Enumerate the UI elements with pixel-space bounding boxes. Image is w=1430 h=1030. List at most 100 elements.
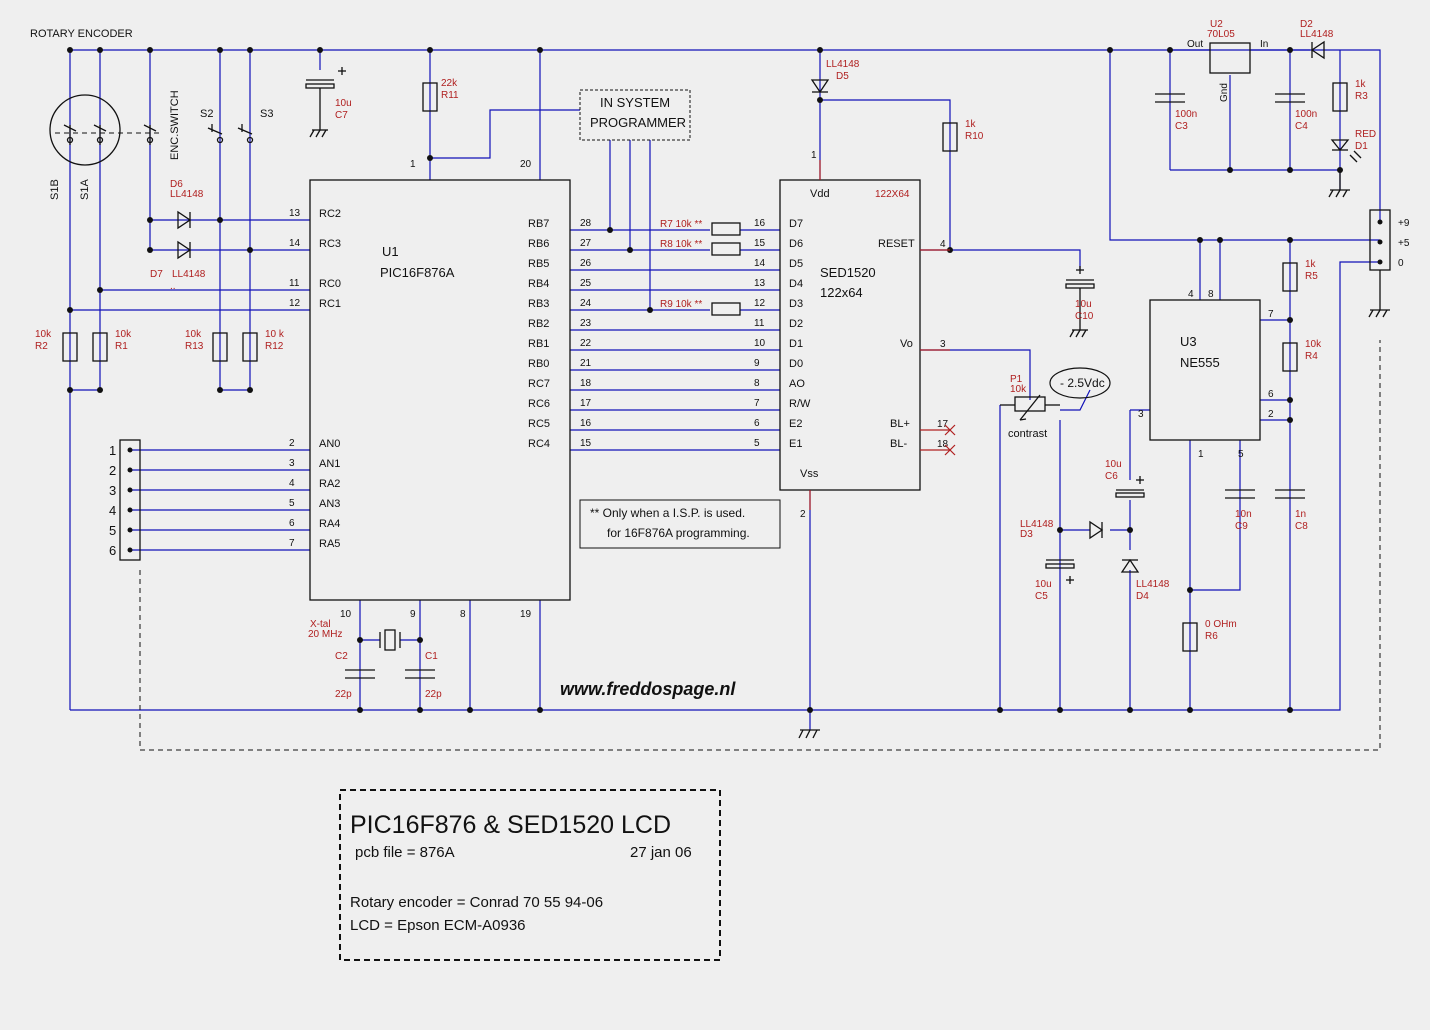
lcd-pin-name: D2 <box>789 318 803 330</box>
u3-pin3: 3 <box>1138 409 1144 420</box>
lcd-pin-name: D3 <box>789 298 803 310</box>
title-block-pcb: pcb file = 876A <box>355 844 455 861</box>
lcd-size: 122x64 <box>820 285 863 300</box>
u1-pin19: 19 <box>520 609 532 620</box>
u1-right-pin-number: 17 <box>580 398 592 409</box>
u1-pin8: 8 <box>460 609 466 620</box>
rotary-encoder-label: ROTARY ENCODER <box>30 28 133 40</box>
lcd-pin-name: R/W <box>789 398 811 410</box>
d7-ref: D7 <box>150 269 163 280</box>
c2-value: 22p <box>335 689 352 700</box>
isp-note-line2: for 16F876A programming. <box>607 526 750 540</box>
u1-right-pin-name: RB2 <box>528 318 549 330</box>
connector-pin-dot <box>127 467 133 473</box>
u1-left-pin-name: RC1 <box>319 298 341 310</box>
power-pin-dot <box>1377 239 1383 245</box>
resistor-r5 <box>1282 262 1298 292</box>
u1-right-pin-number: 25 <box>580 278 592 289</box>
u1-right-pin-name: RB4 <box>528 278 549 290</box>
u1-left-pin-number: 2 <box>289 438 295 449</box>
title-block-lcd: LCD = Epson ECM-A0936 <box>350 917 526 934</box>
r13-value: 10k <box>185 329 202 340</box>
r5-value: 1k <box>1305 259 1317 270</box>
u2-in: In <box>1260 39 1268 50</box>
u3-ref: U3 <box>1180 334 1197 349</box>
u1-left-pin-name: AN0 <box>319 438 340 450</box>
capacitor-c7 <box>305 67 346 138</box>
u3-ne555 <box>1149 299 1261 441</box>
c1-ref: C1 <box>425 651 438 662</box>
xtal-label: X-tal <box>310 619 331 630</box>
r11-value: 22k <box>441 78 458 89</box>
u1-part: PIC16F876A <box>380 265 455 280</box>
title-block-title: PIC16F876 & SED1520 LCD <box>350 811 671 839</box>
r2-value: 10k <box>35 329 52 340</box>
lcd-pin-name: AO <box>789 378 805 390</box>
s1b-label: S1B <box>49 179 61 200</box>
u1-right-pin-name: RB5 <box>528 258 549 270</box>
capacitor-c1 <box>405 669 435 679</box>
u1-right-pin-number: 22 <box>580 338 592 349</box>
u1-right-pin-number: 16 <box>580 418 592 429</box>
title-block-encoder: Rotary encoder = Conrad 70 55 94-06 <box>350 894 603 911</box>
u1-pin1: 1 <box>410 159 416 170</box>
connector-pin-number: 3 <box>109 483 116 498</box>
lcd-reset: RESET <box>878 238 915 250</box>
u3-pin8: 8 <box>1208 289 1214 300</box>
lcd-vss: Vss <box>800 468 819 480</box>
r1-value: 10k <box>115 329 132 340</box>
r2-ref: R2 <box>35 341 48 352</box>
connector-pin-dot <box>127 447 133 453</box>
lcd-pin2: 2 <box>800 509 806 520</box>
ground-symbol-right <box>1328 170 1350 198</box>
diode-d3 <box>1089 520 1104 540</box>
u1-right-pin-name: RB0 <box>528 358 549 370</box>
u1-right-pin-number: 23 <box>580 318 592 329</box>
capacitor-c2 <box>345 669 375 679</box>
c9-value: 10n <box>1235 509 1252 520</box>
connector-pin-number: 4 <box>109 503 116 518</box>
s3-label: S3 <box>260 108 273 120</box>
resistor-r6 <box>1182 622 1198 652</box>
d1-ref: D1 <box>1355 141 1368 152</box>
u1-right-pin-name: RC7 <box>528 378 550 390</box>
u3-pin4: 4 <box>1188 289 1194 300</box>
connector-pin-dot <box>127 527 133 533</box>
power-pin-label: 0 <box>1398 258 1404 269</box>
c4-ref: C4 <box>1295 121 1308 132</box>
neg-voltage-label: - 2.5Vdc <box>1060 376 1105 390</box>
u1-pic16f876a <box>309 179 571 601</box>
capacitor-c5 <box>1045 559 1075 584</box>
capacitor-c9 <box>1225 489 1255 499</box>
u1-right-pin-name: RB3 <box>528 298 549 310</box>
contrast-label: contrast <box>1008 428 1047 440</box>
u1-right-pin-number: 26 <box>580 258 592 269</box>
capacitor-c3 <box>1155 93 1185 103</box>
d4-ref: D4 <box>1136 591 1149 602</box>
u1-right-pin-name: RC4 <box>528 438 550 450</box>
u1-left-pin-number: 12 <box>289 298 301 309</box>
u1-right-pin-number: 18 <box>580 378 592 389</box>
isp-box <box>579 89 691 141</box>
c5-ref: C5 <box>1035 591 1048 602</box>
c7-value: 10u <box>335 98 352 109</box>
p1-value: 10k <box>1010 384 1027 395</box>
connector-pin-dot <box>127 487 133 493</box>
c8-value: 1n <box>1295 509 1306 520</box>
title-block <box>339 789 721 961</box>
u1-left-pin-name: RC2 <box>319 208 341 220</box>
lcd-pin-number: 8 <box>754 378 760 389</box>
connector-pin-dot <box>127 547 133 553</box>
u1-pin10: 10 <box>340 609 352 620</box>
u1-right-pin-name: RB7 <box>528 218 549 230</box>
r5-ref: R5 <box>1305 271 1318 282</box>
c8-ref: C8 <box>1295 521 1308 532</box>
u1-right-pin-number: 27 <box>580 238 592 249</box>
pullup-resistors <box>62 332 258 362</box>
u1-left-pin-number: 14 <box>289 238 301 249</box>
neg-voltage-bubble <box>1049 367 1111 399</box>
d5-value: LL4148 <box>826 59 860 70</box>
u1-left-pin-number: 7 <box>289 538 295 549</box>
d3-ref: D3 <box>1020 529 1033 540</box>
